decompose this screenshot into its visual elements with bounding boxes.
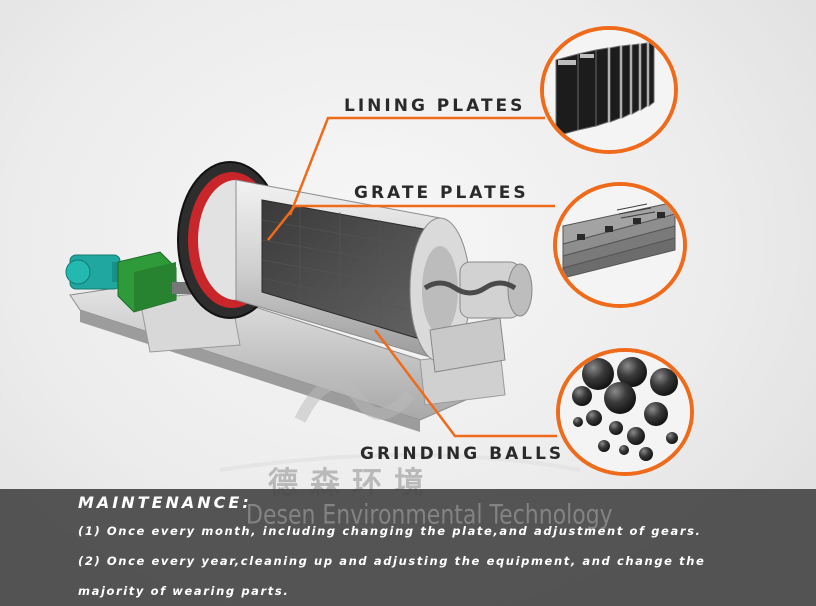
- maintenance-line-3: majority of wearing parts.: [78, 584, 290, 598]
- grinding-balls-icon: [560, 352, 690, 472]
- lining-plates-circle: [540, 26, 678, 154]
- lining-plates-label: LINING PLATES: [344, 96, 526, 116]
- grate-plates-icon: [557, 186, 683, 304]
- maintenance-title: MAINTENANCE:: [78, 493, 252, 512]
- mill-drum: [235, 179, 471, 363]
- watermark-logo: [219, 378, 581, 472]
- maintenance-line-1: (1) Once every month, including changing…: [78, 524, 702, 538]
- watermark-english-text: Desen Environmental Technology: [246, 500, 613, 531]
- grinding-balls-circle: [556, 348, 694, 476]
- maintenance-line-2: (2) Once every year,cleaning up and adju…: [78, 554, 706, 568]
- callout-leader-lines: [267, 116, 557, 438]
- maintenance-panel: MAINTENANCE: (1) Once every month, inclu…: [0, 489, 816, 606]
- grate-plates-label: GRATE PLATES: [354, 183, 529, 203]
- drive-motor: [65, 254, 126, 290]
- grinding-balls-label: GRINDING BALLS: [360, 444, 565, 464]
- grate-plates-circle: [553, 182, 687, 308]
- lining-plates-icon: [544, 30, 674, 150]
- discharge-end: [423, 261, 533, 373]
